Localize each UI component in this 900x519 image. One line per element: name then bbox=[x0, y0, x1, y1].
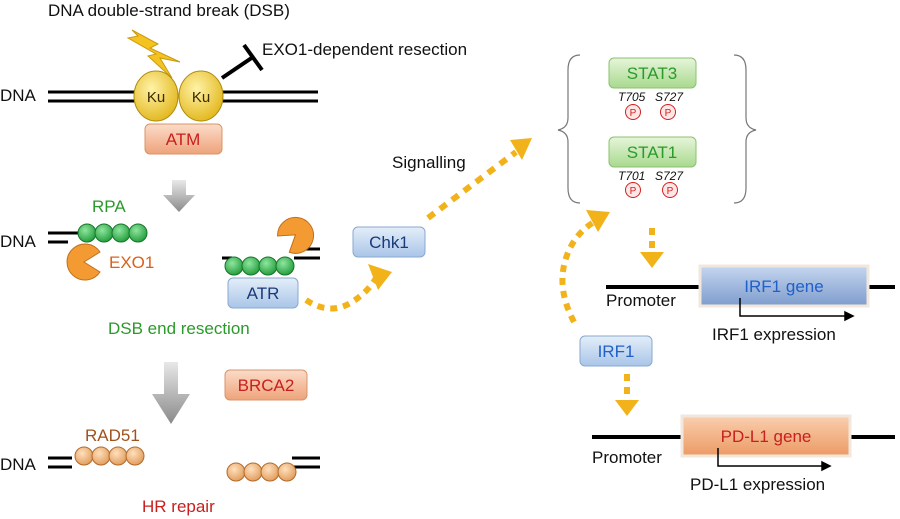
rpa-beads-right bbox=[224, 256, 295, 276]
stat1-box: STAT1 bbox=[608, 136, 697, 168]
svg-text:P: P bbox=[667, 186, 674, 197]
hr-repair-label: HR repair bbox=[142, 497, 215, 516]
irf1-gene-track: IRF1 gene bbox=[606, 264, 895, 308]
dna-label-mid: DNA bbox=[0, 232, 37, 251]
phospho-icon-3: P bbox=[625, 182, 641, 198]
signalling-label: Signalling bbox=[392, 153, 466, 172]
exo1-resection-label: EXO1-dependent resection bbox=[262, 40, 467, 59]
atr-box: ATR bbox=[227, 277, 299, 309]
inhibition-t-icon bbox=[220, 43, 264, 80]
irf1-label: IRF1 bbox=[598, 342, 635, 361]
dotted-arrow-stat-irf1gene bbox=[640, 228, 664, 268]
rad51-label: RAD51 bbox=[85, 426, 140, 445]
chk1-box: Chk1 bbox=[352, 226, 426, 258]
svg-text:P: P bbox=[630, 186, 637, 197]
title-text: DNA double-strand break (DSB) bbox=[48, 1, 290, 20]
exo1-label: EXO1 bbox=[109, 253, 154, 272]
irf1-expression-arrow bbox=[739, 298, 855, 322]
stat3-box: STAT3 bbox=[608, 57, 697, 89]
ku-protein-left: Ku bbox=[133, 70, 179, 122]
dna-strands-bottom-left bbox=[48, 456, 72, 469]
promoter-label-2: Promoter bbox=[592, 448, 662, 467]
dotted-arrow-irf1-stat bbox=[559, 210, 610, 324]
t701-label: T701 bbox=[618, 169, 645, 183]
dotted-arrow-atr-chk1 bbox=[304, 264, 392, 312]
pdl1-gene-label: PD-L1 gene bbox=[721, 427, 812, 446]
dna-label-top: DNA bbox=[0, 86, 37, 105]
stat-bracket bbox=[557, 54, 757, 204]
stat3-label: STAT3 bbox=[627, 64, 677, 83]
atm-label: ATM bbox=[166, 130, 201, 149]
svg-text:P: P bbox=[630, 108, 637, 119]
lightning-icon bbox=[126, 29, 181, 79]
t705-label: T705 bbox=[618, 90, 646, 104]
phospho-icon-1: P bbox=[625, 104, 641, 120]
promoter-label-1: Promoter bbox=[606, 291, 676, 310]
svg-text:P: P bbox=[665, 108, 672, 119]
pacman-exo1-icon bbox=[66, 243, 101, 281]
dsb-end-resection-label: DSB end resection bbox=[108, 319, 250, 338]
rpa-label: RPA bbox=[92, 197, 126, 216]
s727-label-stat3: S727 bbox=[655, 90, 684, 104]
pdl1-gene-track: PD-L1 gene bbox=[592, 414, 895, 458]
dna-strands-mid-left bbox=[48, 231, 78, 244]
down-arrow-icon-2 bbox=[152, 362, 190, 424]
ku-label-left: Ku bbox=[147, 89, 165, 106]
pacman-exo1-right-icon bbox=[277, 216, 315, 254]
dna-label-bottom: DNA bbox=[0, 455, 37, 474]
rad51-beads-left bbox=[74, 446, 145, 466]
s727-label-stat1: S727 bbox=[655, 169, 684, 183]
irf1-gene-label: IRF1 gene bbox=[744, 277, 823, 296]
dna-strands-bottom-right bbox=[292, 456, 320, 469]
brca2-box: BRCA2 bbox=[224, 369, 308, 401]
atr-label: ATR bbox=[247, 284, 280, 303]
irf1-box: IRF1 bbox=[579, 335, 653, 367]
brca2-label: BRCA2 bbox=[238, 376, 295, 395]
stat1-label: STAT1 bbox=[627, 143, 677, 162]
down-arrow-icon bbox=[163, 180, 195, 212]
dotted-arrow-irf1-pdl1 bbox=[615, 374, 639, 416]
pdl1-expression-label: PD-L1 expression bbox=[690, 475, 825, 494]
dotted-arrow-chk1-stat bbox=[426, 138, 532, 221]
phospho-icon-2: P bbox=[660, 104, 676, 120]
phospho-icon-4: P bbox=[662, 182, 678, 198]
chk1-label: Chk1 bbox=[369, 233, 409, 252]
pdl1-expression-arrow bbox=[717, 448, 832, 472]
atm-box: ATM bbox=[144, 123, 223, 155]
ku-label-right: Ku bbox=[192, 89, 210, 106]
ku-protein-right: Ku bbox=[178, 70, 224, 122]
irf1-expression-label: IRF1 expression bbox=[712, 325, 836, 344]
rpa-beads-left bbox=[77, 223, 148, 243]
rad51-beads-right bbox=[226, 462, 297, 482]
